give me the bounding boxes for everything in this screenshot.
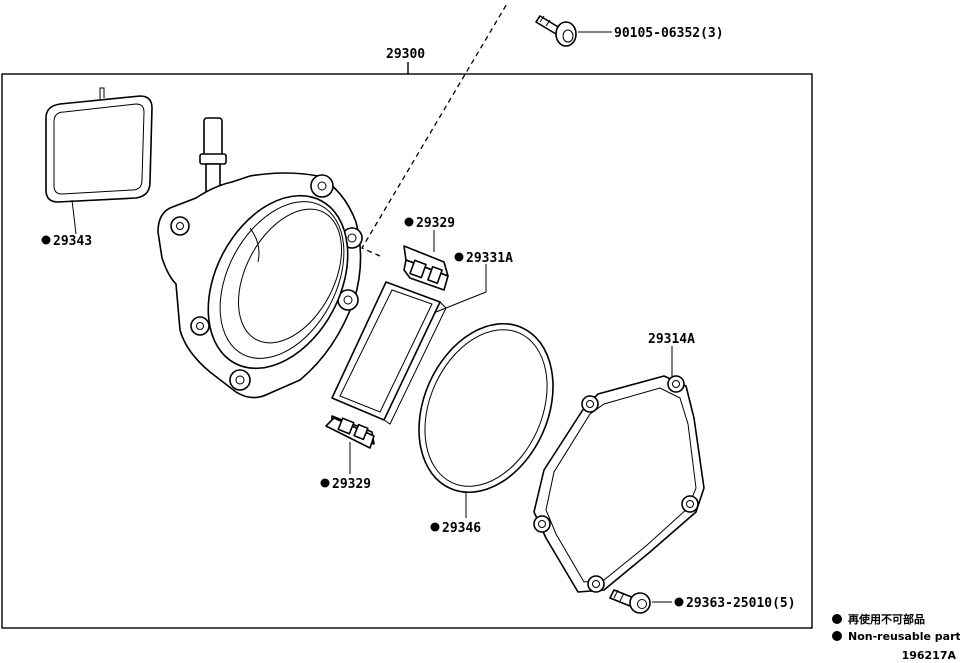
legend-english: Non-reusable part bbox=[848, 630, 960, 643]
lower-cover-part bbox=[325, 415, 375, 449]
label-gasket: 29343 bbox=[53, 234, 92, 249]
label-o-ring: 29346 bbox=[442, 521, 481, 536]
non-reusable-dot-gasket bbox=[41, 235, 51, 245]
screw-part bbox=[535, 15, 577, 47]
label-plate: 29331A bbox=[466, 251, 513, 266]
non-reusable-dot-upper-cover bbox=[404, 217, 414, 227]
label-screw: 90105-06352(3) bbox=[614, 26, 724, 41]
back-cover-part bbox=[533, 375, 705, 593]
label-back-cover: 29314A bbox=[648, 332, 695, 347]
non-reusable-dot-o-ring bbox=[430, 522, 440, 532]
label-bolt: 29363-25010(5) bbox=[686, 596, 796, 611]
figure-number: 196217A bbox=[902, 649, 957, 662]
upper-cover-part bbox=[403, 245, 449, 291]
non-reusable-dot-lower-cover bbox=[320, 478, 330, 488]
bolt-part bbox=[609, 589, 651, 614]
gasket-part bbox=[45, 87, 153, 203]
legend-dot-english bbox=[832, 631, 842, 641]
o-ring-part bbox=[418, 322, 554, 494]
housing-part bbox=[157, 117, 363, 399]
legend-dot-japanese bbox=[832, 614, 842, 624]
non-reusable-dot-plate bbox=[454, 252, 464, 262]
label-lower-cover: 29329 bbox=[332, 477, 371, 492]
non-reusable-dot-bolt bbox=[674, 597, 684, 607]
assembly-frame bbox=[1, 73, 813, 629]
legend-japanese: 再使用不可部品 bbox=[848, 612, 925, 626]
plate-part bbox=[331, 281, 447, 425]
assembly-label: 29300 bbox=[386, 47, 425, 62]
label-upper-cover: 29329 bbox=[416, 216, 455, 231]
